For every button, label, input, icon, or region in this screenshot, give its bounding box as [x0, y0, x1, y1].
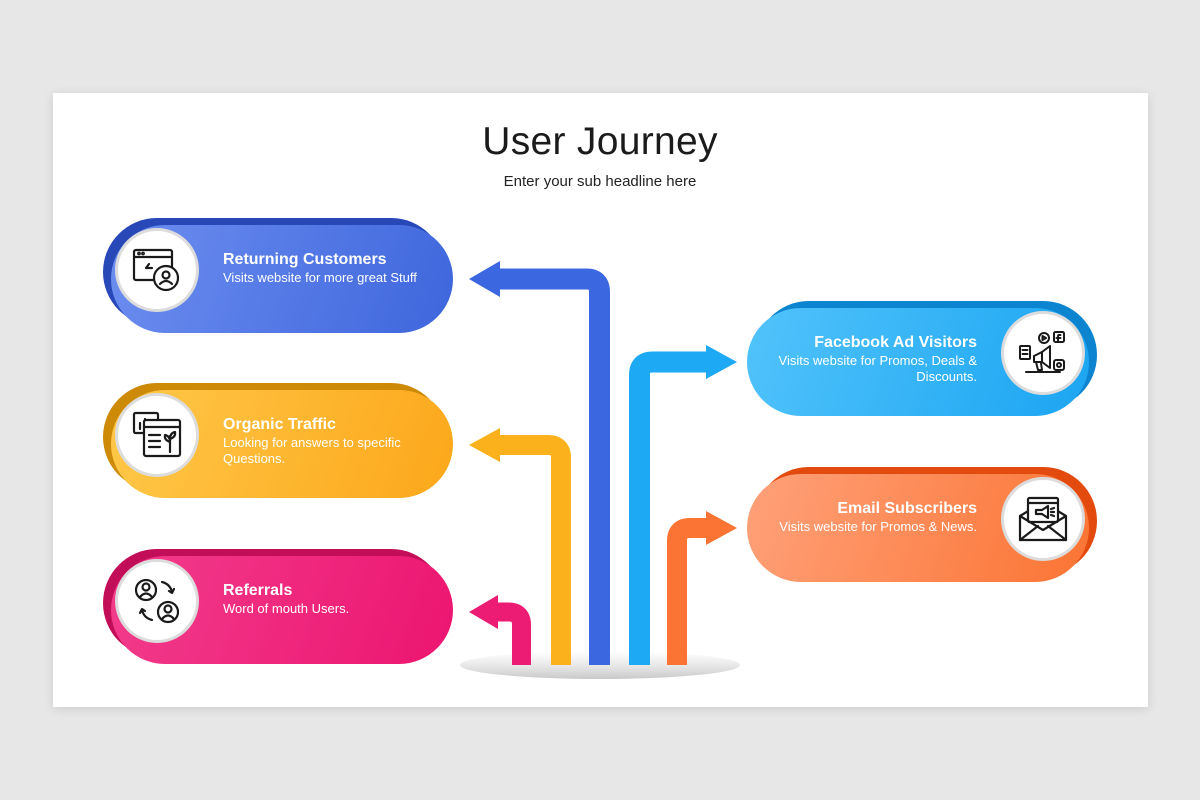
arrow-returning-customers [500, 268, 610, 665]
card-title: Returning Customers [223, 251, 387, 268]
card-description: Visits website for more great Stuff [223, 270, 417, 285]
growth-chart-icon [115, 393, 199, 477]
card-title: Referrals [223, 582, 293, 599]
journey-card-email-subscribers: Email Subscribers Visits website for Pro… [747, 467, 1097, 583]
returning-customer-icon [115, 228, 199, 312]
journey-card-referrals: Referrals Word of mouth Users. [103, 549, 453, 665]
social-media-megaphone-icon [1001, 311, 1085, 395]
arrowhead-returning-customers [469, 261, 500, 297]
card-description: Visits website for Promos, Deals & Disco… [778, 353, 977, 384]
arrow-organic-traffic [500, 435, 571, 665]
slide-title: User Journey [482, 120, 718, 163]
card-description: Word of mouth Users. [223, 601, 350, 616]
arrow-referrals [498, 602, 531, 665]
journey-card-returning-customers: Returning Customers Visits website for m… [103, 218, 453, 334]
card-title: Organic Traffic [223, 416, 336, 433]
card-title: Email Subscribers [837, 500, 977, 517]
card-description: Visits website for Promos & News. [779, 519, 977, 534]
card-title: Facebook Ad Visitors [814, 334, 977, 351]
arrow-facebook-ad-visitors [629, 351, 706, 665]
arrow-email-subscribers [667, 518, 706, 665]
email-megaphone-icon [1001, 477, 1085, 561]
referral-users-icon [115, 559, 199, 643]
arrowhead-referrals [469, 595, 498, 629]
journey-card-organic-traffic: Organic Traffic Looking for answers to s… [103, 383, 453, 499]
slide-subtitle: Enter your sub headline here [503, 173, 697, 190]
arrowhead-facebook-ad-visitors [706, 345, 737, 379]
arrowhead-email-subscribers [706, 511, 737, 545]
journey-card-facebook-ad-visitors: Facebook Ad Visitors Visits website for … [747, 301, 1097, 417]
arrowhead-organic-traffic [469, 428, 500, 462]
card-description: Looking for answers to specific Question… [223, 435, 401, 466]
